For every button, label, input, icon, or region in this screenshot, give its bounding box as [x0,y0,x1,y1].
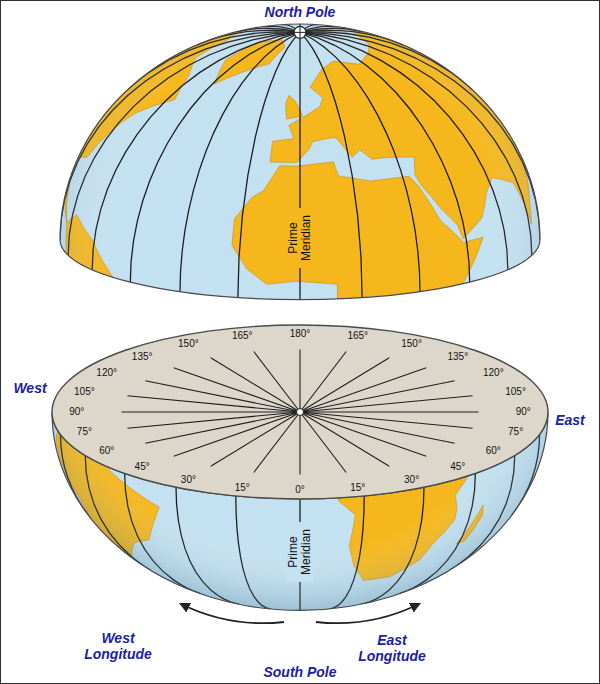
degree-label: 15° [235,482,250,494]
longitude-spoke [299,412,300,475]
degree-label: 0° [295,485,305,497]
degree-label: 45° [450,462,465,474]
longitude-spoke [300,412,389,466]
longitude-spoke [254,412,300,472]
degree-label: 165° [347,331,368,343]
meridian-line [150,229,300,254]
degree-label: 45° [135,462,150,474]
degree-label: 75° [508,427,523,439]
disk-face [52,325,548,499]
degree-label: 30° [404,474,419,486]
pole-label: North Pole [265,4,336,20]
land-mass [211,243,284,291]
degree-label: 165° [232,331,253,343]
longitude-spoke [128,412,300,428]
pole-label: South Pole [263,664,336,680]
longitude-spoke [121,411,300,412]
longitude-spoke [254,352,300,412]
degree-label: 120° [483,367,504,379]
degree-label: 180° [290,328,311,340]
earth-center [297,409,304,416]
meridian-line [88,232,299,308]
longitude-spoke [300,352,346,412]
meridian-line [300,232,511,308]
degree-label: 90° [69,406,84,418]
longitude-spoke [300,412,472,428]
equator-disk [52,325,548,499]
pole-cross [300,26,301,38]
degree-label: 105° [505,386,526,398]
meridian-label: Prime Meridian [286,208,314,268]
direction-label: East [555,412,585,428]
longitude-label: West Longitude [76,630,160,662]
degree-label: 150° [178,338,199,350]
longitude-spoke [211,358,300,412]
degree-label: 135° [447,351,468,363]
degree-label: 135° [132,351,153,363]
degree-label: 150° [401,338,422,350]
degree-label: 90° [516,406,531,418]
pole-marker [291,26,309,38]
longitude-spoke [300,412,426,456]
degree-label: 60° [486,445,501,457]
meridian-line [300,229,450,254]
longitude-label: East Longitude [350,632,434,664]
degree-label: 15° [350,482,365,494]
meridian-line [300,223,399,233]
meridian-line [200,223,299,233]
degree-label: 75° [77,427,92,439]
longitude-spoke [300,411,479,412]
degree-label: 105° [74,386,95,398]
direction-label: West [13,380,46,396]
longitude-spoke [300,412,346,472]
globe-shading [52,214,548,611]
degree-label: 30° [181,474,196,486]
degree-label: 60° [99,445,114,457]
longitude-spoke [299,349,300,412]
meridian-label: Prime Meridian [286,522,314,582]
globe-outline [60,24,540,300]
east-arrow [316,604,419,623]
lower-hemisphere [52,214,548,611]
longitude-spoke [145,412,300,443]
degree-label: 120° [96,367,117,379]
longitude-spoke [300,396,472,412]
longitude-spoke [300,381,455,412]
longitude-spoke [174,368,300,412]
west-arrow [181,604,284,623]
longitude-spoke [128,396,300,412]
